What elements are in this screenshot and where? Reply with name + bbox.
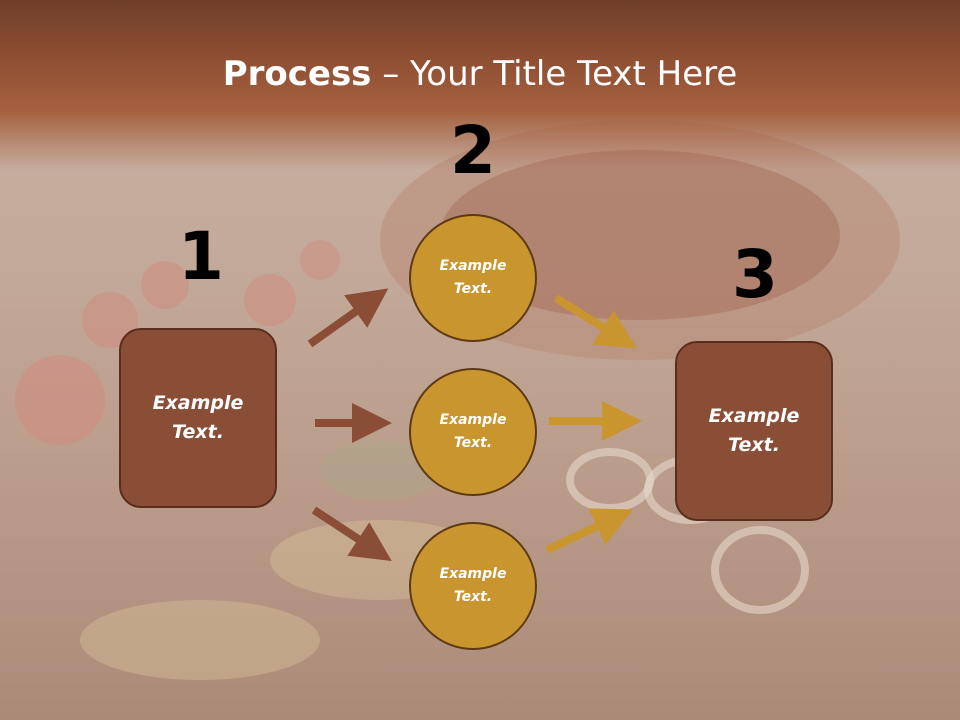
process-circle-bottom-label: Example Text. [439,566,507,605]
process-box-right-label: Example Text. [708,405,800,456]
step-number-3: 3 [732,236,778,313]
process-box-right: Example Text. [675,341,833,521]
slide-title: Process – Your Title Text Here [0,52,960,96]
arrow-bottom-to-right [545,508,634,554]
step-number-2: 2 [450,112,496,189]
process-circle-top: Example Text. [409,214,537,342]
process-circle-middle-label: Example Text. [439,412,507,451]
arrow-left-to-bottom [311,506,392,561]
process-box-left: Example Text. [119,328,277,508]
process-circle-top-label: Example Text. [439,258,507,297]
arrow-top-to-right [553,294,637,349]
title-bold: Process [222,54,372,94]
process-circle-bottom: Example Text. [409,522,537,650]
process-circle-middle: Example Text. [409,368,537,496]
arrow-left-to-top [307,288,389,348]
process-box-left-label: Example Text. [152,392,244,443]
title-band [0,0,960,170]
title-rest: – Your Title Text Here [371,54,738,94]
step-number-1: 1 [178,218,224,295]
